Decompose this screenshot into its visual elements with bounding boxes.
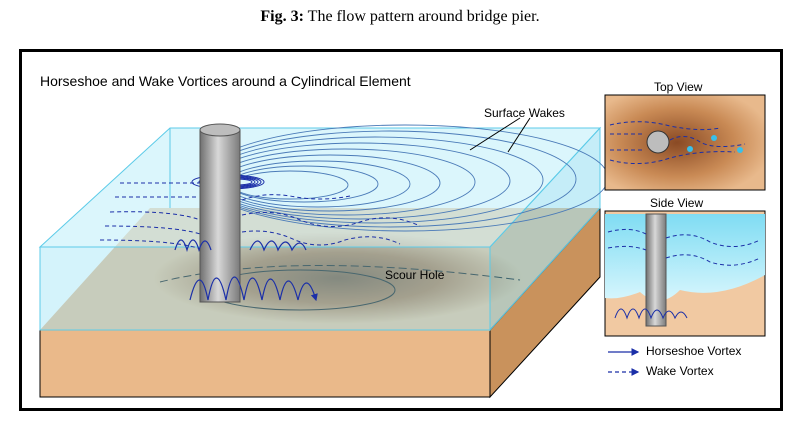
side-view-water xyxy=(605,214,765,301)
main-3d-block xyxy=(38,117,609,399)
scour-hole-rim xyxy=(159,265,521,283)
water-side-face xyxy=(489,126,601,332)
top-view-eddy-1 xyxy=(687,146,693,152)
bridge-pier-top xyxy=(199,123,241,137)
figure-number: Fig. 3: xyxy=(260,8,304,25)
surface-wakes-label: Surface Wakes xyxy=(484,106,565,120)
legend-horseshoe-label: Horseshoe Vortex xyxy=(646,344,742,358)
side-view-wake-lines xyxy=(607,228,761,266)
side-view-panel xyxy=(604,210,766,337)
bridge-pier xyxy=(199,129,241,303)
top-view-eddy-2 xyxy=(711,135,717,141)
figure-caption: Fig. 3: The flow pattern around bridge p… xyxy=(0,8,800,26)
surface-wakes-pointer-2 xyxy=(507,117,531,153)
surface-wakes-pointer-1 xyxy=(469,117,521,151)
sand-bed-front xyxy=(39,329,491,398)
figure-caption-text: The flow pattern around bridge pier. xyxy=(303,8,540,25)
top-view-pier xyxy=(646,130,670,154)
top-view-label: Top View xyxy=(654,80,703,94)
incoming-flow-lines xyxy=(99,182,206,249)
side-view-pier xyxy=(645,213,667,327)
diagram-title: Horseshoe and Wake Vortices around a Cyl… xyxy=(40,73,411,89)
top-view-panel xyxy=(604,94,766,191)
wake-vortex-lines xyxy=(241,194,421,246)
top-view-flow-lines xyxy=(609,121,746,164)
side-view-horseshoe-vortex xyxy=(614,308,688,320)
top-view-eddy-3 xyxy=(737,147,743,153)
legend xyxy=(608,348,640,376)
scour-hole-label: Scour Hole xyxy=(385,268,445,282)
horseshoe-vortex xyxy=(174,239,318,302)
side-view-label: Side View xyxy=(650,196,704,210)
legend-wake-label: Wake Vortex xyxy=(646,364,714,378)
scour-hole xyxy=(153,232,523,324)
